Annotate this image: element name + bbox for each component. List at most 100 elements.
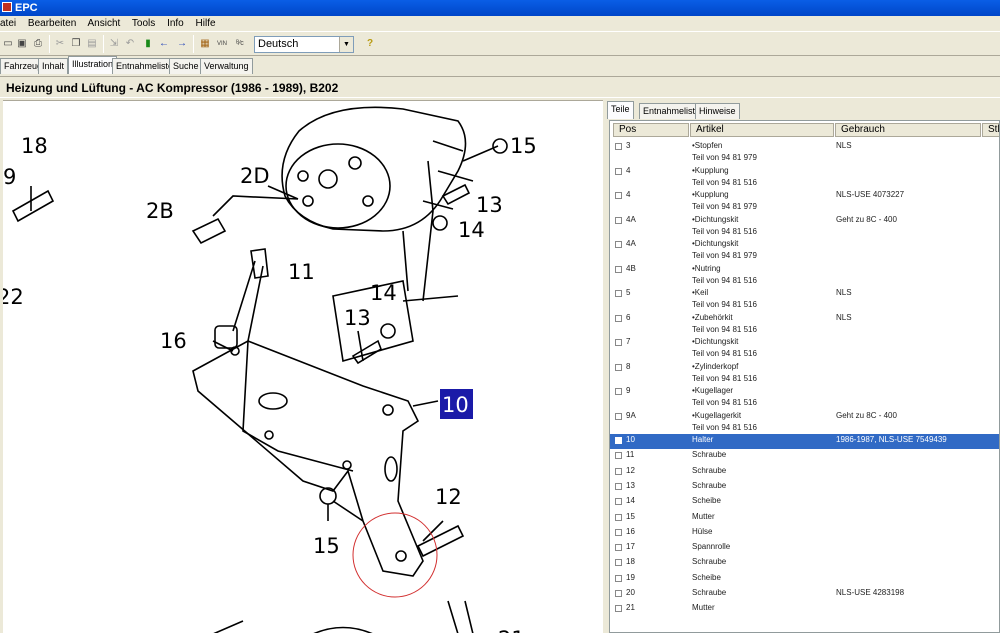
menu-ansicht[interactable]: Ansicht xyxy=(87,18,121,29)
language-select[interactable]: Deutsch ▼ xyxy=(254,36,354,53)
callout-15-bottom: 15 xyxy=(313,534,340,558)
copy-icon[interactable]: ❐ xyxy=(71,38,81,49)
paste-icon[interactable]: ▤ xyxy=(87,38,97,49)
column-header-pos[interactable]: Pos xyxy=(613,123,689,137)
language-value: Deutsch xyxy=(258,38,299,50)
row-checkbox[interactable] xyxy=(615,143,622,150)
undo-icon[interactable]: ↶ xyxy=(125,38,135,49)
row-checkbox[interactable] xyxy=(615,605,622,613)
cell-pos: 4 xyxy=(626,190,631,199)
print-icon[interactable]: ⎙ xyxy=(34,38,42,49)
help-icon[interactable]: ? xyxy=(366,38,374,49)
cell-artikel: •Dichtungskit xyxy=(692,337,739,346)
row-checkbox[interactable] xyxy=(615,339,622,346)
open-icon[interactable]: ▭ xyxy=(3,38,13,49)
vin-icon[interactable]: VIN xyxy=(216,41,227,47)
row-checkbox[interactable] xyxy=(615,528,622,536)
cell-artikel: •Dichtungskit xyxy=(692,214,739,224)
toolbar-separator xyxy=(193,35,194,53)
row-checkbox[interactable] xyxy=(615,290,622,297)
abc-icon[interactable]: ᴮ⁄c xyxy=(236,40,244,47)
row-checkbox[interactable] xyxy=(615,216,622,224)
row-checkbox[interactable] xyxy=(615,265,622,273)
tab-verwaltung[interactable]: Verwaltung xyxy=(200,58,253,74)
tab-inhalt[interactable]: Inhalt xyxy=(38,58,69,74)
row-checkbox[interactable] xyxy=(615,452,622,460)
cell-pos: 11 xyxy=(626,450,635,460)
row-checkbox[interactable] xyxy=(615,314,622,322)
bookmark-icon[interactable]: ▮ xyxy=(145,38,151,49)
row-checkbox[interactable] xyxy=(615,467,622,475)
illustration-view[interactable]: 18 9 2D 2B 15 13 14 11 22 14 13 16 10 12… xyxy=(3,100,603,633)
row-checkbox[interactable] xyxy=(615,388,622,395)
row-checkbox[interactable] xyxy=(615,167,622,175)
bolt-18 xyxy=(11,189,55,223)
row-checkbox[interactable] xyxy=(615,513,622,521)
callout-12: 12 xyxy=(435,485,462,509)
row-checkbox[interactable] xyxy=(615,412,622,420)
back-arrow-icon[interactable]: ← xyxy=(159,38,169,49)
row-checkbox[interactable] xyxy=(615,590,622,597)
cell-pos: 4A xyxy=(626,239,636,248)
tab-teile[interactable]: Teile xyxy=(607,101,634,119)
chevron-down-icon[interactable]: ▼ xyxy=(339,37,353,52)
menu-hilfe[interactable]: Hilfe xyxy=(195,18,216,29)
parts-list-icon[interactable]: ▦ xyxy=(200,38,210,49)
tab-entnahmeliste[interactable]: Entnahmeliste xyxy=(112,58,178,74)
row-checkbox[interactable] xyxy=(615,482,622,490)
row-checkbox[interactable] xyxy=(615,544,622,552)
cell-pos: 4A xyxy=(626,214,636,224)
column-header-stkz[interactable]: Stkz xyxy=(982,123,999,137)
row-checkbox[interactable] xyxy=(615,363,622,371)
menu-datei[interactable]: atei xyxy=(0,18,17,29)
cell-gebrauch: NLS xyxy=(836,288,852,297)
cell-pos: 9 xyxy=(626,386,631,395)
save-icon[interactable]: ▣ xyxy=(17,38,27,49)
column-header-gebrauch[interactable]: Gebrauch xyxy=(835,123,981,137)
tab-illustration[interactable]: Illustration xyxy=(68,56,118,74)
cell-teil-von: Teil von 94 81 979 xyxy=(692,202,757,211)
column-header-artikel[interactable]: Artikel xyxy=(690,123,834,137)
cell-artikel: •Zubehörkit xyxy=(692,312,733,322)
row-checkbox[interactable] xyxy=(615,437,622,444)
cut-icon[interactable]: ✂ xyxy=(55,38,65,49)
menu-info[interactable]: Info xyxy=(167,18,184,29)
row-checkbox[interactable] xyxy=(615,498,622,506)
tab-hinweise[interactable]: Hinweise xyxy=(695,103,740,119)
tab-suche[interactable]: Suche xyxy=(169,58,203,74)
row-checkbox[interactable] xyxy=(615,559,622,567)
menu-bearbeiten[interactable]: Bearbeiten xyxy=(27,18,77,29)
row-checkbox[interactable] xyxy=(615,241,622,248)
menu-tools[interactable]: Tools xyxy=(131,18,156,29)
row-checkbox[interactable] xyxy=(615,574,622,582)
cart-icon[interactable]: ⇲ xyxy=(109,38,119,49)
parts-table[interactable]: Pos Artikel Gebrauch Stkz 3•StopfenTeil … xyxy=(609,120,1000,633)
row-checkbox[interactable] xyxy=(615,192,622,199)
forward-arrow-icon[interactable]: → xyxy=(177,38,187,49)
cell-pos: 15 xyxy=(626,511,635,521)
